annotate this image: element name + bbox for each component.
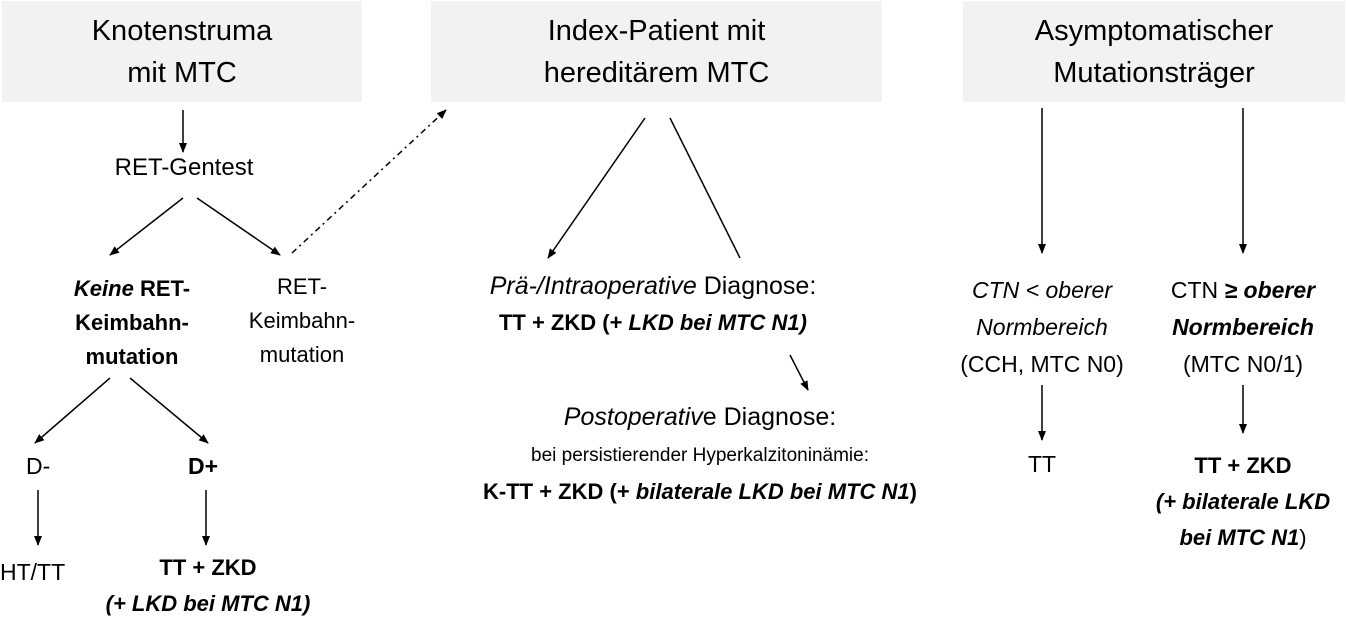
arrow-to-ret-mutation — [196, 197, 281, 256]
tt-right-label: TT — [1027, 451, 1057, 477]
ctn-high-b: ≥ oberer — [1224, 277, 1316, 303]
box-knotenstruma: Knotenstruma mit MTC — [2, 1, 362, 102]
ht-tt-label: HT/TT — [0, 559, 66, 585]
tt-zkd-right-label: TT + ZKD (+ bilaterale LKD bei MTC N1) — [1128, 448, 1347, 556]
ret-mutation-line2: Keimbahn- — [248, 308, 356, 333]
prae-normal: Diagnose: — [696, 272, 817, 300]
tt-zkd-right-line2: (+ bilaterale LKD — [1155, 489, 1331, 514]
ctn-high-line2: Normbereich — [1172, 314, 1314, 340]
ktt-c: ) — [909, 479, 917, 504]
ctn-high-label: CTN ≥ oberer Normbereich (MTC N0/1) — [1143, 272, 1343, 383]
lkd-left-label: (+ LKD bei MTC N1) — [105, 591, 311, 616]
ctn-low-line3: (CCH, MTC N0) — [960, 351, 1124, 377]
tt-zkd-middle-b: LKD bei MTC N1) — [628, 310, 807, 335]
keine-ret: RET- — [133, 276, 191, 301]
ktt-zkd-label: K-TT + ZKD (+ bilaterale LKD bei MTC N1) — [420, 479, 980, 505]
post-diagnose-label: Postoperative Diagnose: — [450, 402, 950, 432]
prae-diagnose-label: Prä-/Intraoperative Diagnose: — [413, 271, 893, 301]
d-plus-label: D+ — [188, 453, 219, 479]
keine-line3: mutation — [85, 344, 179, 369]
tt-zkd-middle-label: TT + ZKD (+ LKD bei MTC N1) — [413, 310, 893, 336]
box-knotenstruma-line1: Knotenstruma — [91, 14, 273, 47]
box-index-patient-line2: hereditärem MTC — [543, 56, 770, 89]
arrow-to-d-plus — [129, 377, 209, 444]
tt-zkd-right-line3a: bei MTC N1 — [1179, 525, 1300, 550]
tt-zkd-middle-a: TT + ZKD (+ — [498, 310, 629, 335]
post-italic: Postoperativ — [563, 403, 703, 431]
post-normal: e Diagnose: — [702, 403, 837, 431]
tt-zkd-right-line3b: ) — [1299, 525, 1307, 550]
keine-word: Keine — [73, 276, 134, 301]
ctn-low-line2: Normbereich — [976, 314, 1108, 340]
arrow-to-post-diagnose — [789, 354, 809, 391]
box-index-patient: Index-Patient mit hereditärem MTC — [431, 1, 882, 102]
arrow-to-prae-diagnose — [547, 117, 646, 259]
dotted-arrow-to-index-patient — [291, 109, 447, 254]
ret-mutation-line1: RET- — [276, 274, 328, 299]
ret-gentest-label: RET-Gentest — [114, 154, 254, 181]
arrow-to-d-minus — [34, 377, 111, 444]
box-knotenstruma-line2: mit MTC — [127, 56, 237, 89]
ctn-low-label: CTN < oberer Normbereich (CCH, MTC N0) — [942, 272, 1142, 383]
keine-line2: Keimbahn- — [75, 310, 189, 335]
ctn-low-line1: CTN < oberer — [972, 277, 1112, 303]
ktt-a: K-TT + ZKD (+ — [483, 479, 636, 504]
d-minus-label: D- — [26, 453, 51, 479]
line-index-right — [669, 117, 741, 259]
arrow-to-keine-mutation — [109, 197, 184, 256]
box-asymptomatisch-line1: Asymptomatischer — [1034, 14, 1274, 47]
keine-mutation-label: Keine RET- Keimbahn- mutation — [42, 272, 222, 374]
ret-mutation-line3: mutation — [259, 342, 345, 367]
tt-zkd-left-label: TT + ZKD — [159, 555, 257, 580]
ret-mutation-label: RET- Keimbahn- mutation — [222, 270, 382, 372]
tt-zkd-right-line1: TT + ZKD — [1194, 453, 1292, 478]
persist-label: bei persistierender Hyperkalzitoninämie: — [531, 445, 869, 466]
box-asymptomatisch: Asymptomatischer Mutationsträger — [963, 1, 1345, 102]
ctn-high-a: CTN — [1170, 277, 1225, 303]
box-asymptomatisch-line2: Mutationsträger — [1053, 56, 1255, 89]
ktt-b: bilaterale LKD bei MTC N1 — [635, 479, 910, 504]
prae-italic: Prä-/Intraoperative — [489, 272, 697, 300]
ctn-high-line3: (MTC N0/1) — [1182, 351, 1304, 377]
box-index-patient-line1: Index-Patient mit — [547, 14, 766, 47]
